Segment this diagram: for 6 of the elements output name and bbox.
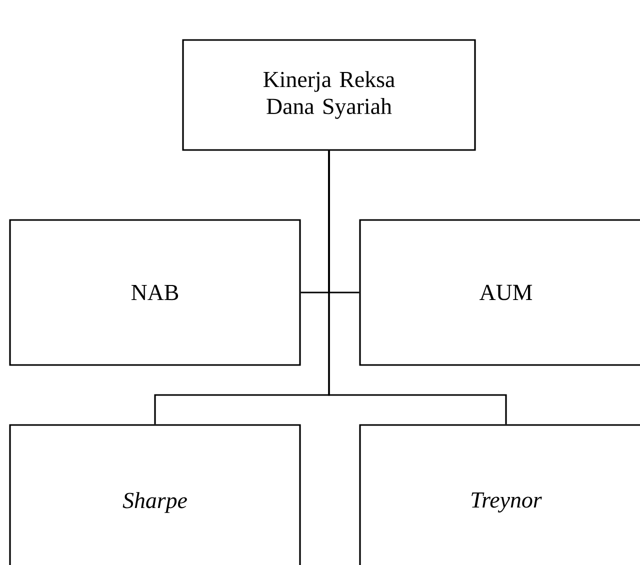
- title-box: Kinerja Reksa Dana Syariah: [182, 39, 476, 151]
- box: NAB: [9, 219, 301, 366]
- box: Sharpe: [9, 424, 301, 565]
- connector-line: [328, 150, 507, 424]
- box: Treynor: [359, 424, 640, 565]
- box: AUM: [359, 219, 640, 366]
